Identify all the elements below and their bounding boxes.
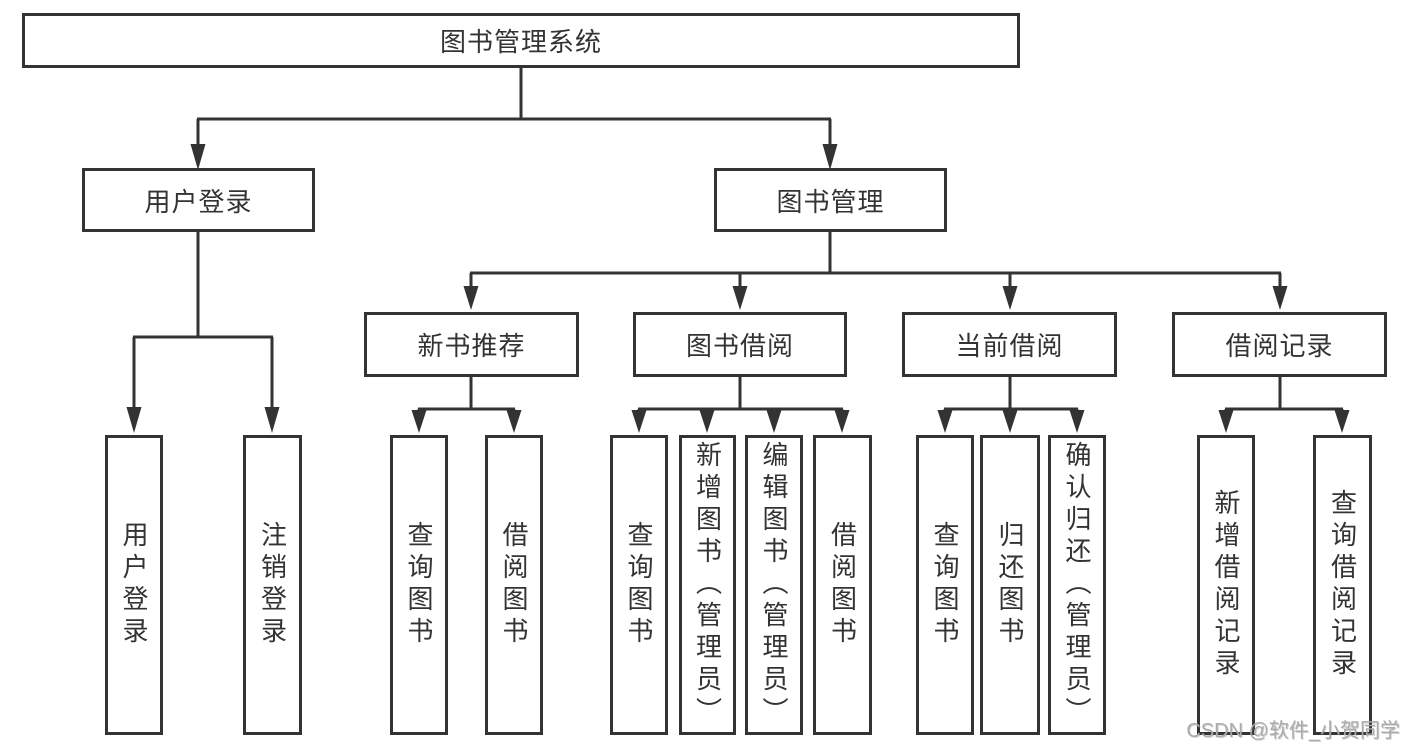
- arrow-new-book-recommend: [463, 286, 479, 310]
- connector-currentborrow-to-leaves: [943, 377, 1079, 412]
- arrow-leaf-edit-book: [766, 410, 782, 433]
- connector-strokes: [132, 68, 1344, 412]
- arrow-leaf-return-books: [1002, 410, 1018, 433]
- node-user-login: 用户登录: [82, 168, 315, 232]
- arrow-leaf-borrow-books-2: [834, 410, 850, 433]
- leaf-borrow-books-1: 借阅图书: [485, 435, 543, 735]
- arrow-leaf-query-books-1: [411, 410, 427, 433]
- node-borrow-records: 借阅记录: [1172, 312, 1387, 377]
- leaf-return-books: 归还图书: [980, 435, 1040, 735]
- node-current-borrow: 当前借阅: [902, 312, 1117, 377]
- node-book-borrow: 图书借阅: [633, 312, 847, 377]
- arrow-book-borrow: [732, 286, 748, 310]
- node-book-management: 图书管理: [714, 168, 947, 232]
- csdn-watermark: CSDN @软件_小贺同学: [1186, 720, 1400, 742]
- arrow-user-login: [190, 144, 206, 170]
- leaf-borrow-books-2: 借阅图书: [813, 435, 872, 735]
- leaf-query-borrow-record: 查询借阅记录: [1313, 435, 1372, 735]
- leaf-logout-login: 注销登录: [243, 435, 302, 735]
- connector-bookmgmt-to-level3: [469, 232, 1282, 288]
- arrow-current-borrow: [1002, 286, 1018, 310]
- leaf-query-books-1: 查询图书: [390, 435, 448, 735]
- connector-root-to-level2: [196, 68, 832, 146]
- node-root-system: 图书管理系统: [22, 13, 1020, 68]
- arrow-leaf-add-borrow-record: [1218, 410, 1234, 433]
- arrow-leaf-add-book: [699, 410, 715, 433]
- connector-userlogin-to-leaves: [132, 232, 274, 409]
- connector-borrowrecords-to-leaves: [1224, 377, 1344, 412]
- leaf-confirm-return-admin: 确认归还（管理员）: [1048, 435, 1106, 735]
- arrow-leaf-logout: [264, 407, 280, 433]
- leaf-query-books-2: 查询图书: [610, 435, 668, 735]
- leaf-query-books-3: 查询图书: [916, 435, 974, 735]
- node-new-book-recommend: 新书推荐: [364, 312, 579, 377]
- arrow-leaf-query-borrow-record: [1334, 410, 1350, 433]
- arrow-leaf-query-books-2: [631, 410, 647, 433]
- arrow-leaf-confirm-return: [1069, 410, 1085, 433]
- arrow-leaf-borrow-books-1: [506, 410, 522, 433]
- connector-newbook-to-leaves: [417, 377, 516, 412]
- leaf-user-login: 用户登录: [105, 435, 163, 735]
- arrowheads: [126, 144, 1350, 433]
- leaf-add-borrow-record: 新增借阅记录: [1197, 435, 1255, 735]
- connector-bookborrow-to-leaves: [637, 377, 844, 412]
- leaf-add-book-admin: 新增图书（管理员）: [679, 435, 736, 735]
- arrow-book-management: [822, 144, 838, 170]
- arrow-leaf-user-login: [126, 407, 142, 433]
- arrow-leaf-query-books-3: [937, 410, 953, 433]
- leaf-edit-book-admin: 编辑图书（管理员）: [745, 435, 803, 735]
- arrow-borrow-records: [1272, 286, 1288, 310]
